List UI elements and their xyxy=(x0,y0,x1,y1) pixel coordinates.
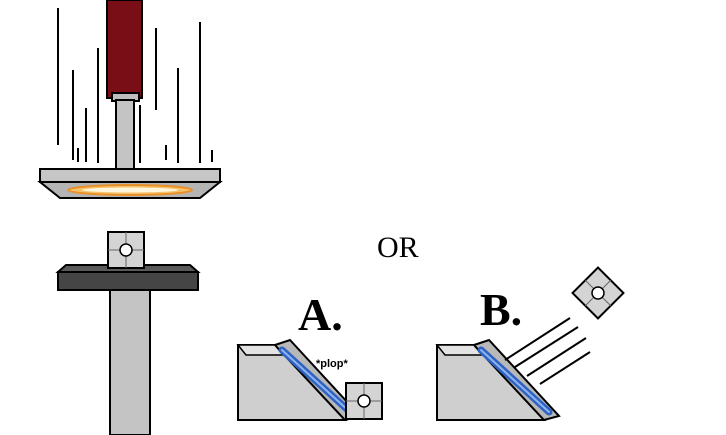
metal-block-icon xyxy=(107,231,145,269)
or-label: OR xyxy=(377,231,419,264)
anvil-pedestal-icon xyxy=(55,264,201,435)
piston-cylinder xyxy=(106,0,143,99)
metal-block-icon xyxy=(345,382,383,420)
ramp-icon xyxy=(236,338,362,422)
piston-press-icon xyxy=(37,0,223,199)
option-b-label: B. xyxy=(480,284,522,335)
metal-block-icon xyxy=(571,266,625,320)
pedestal-plate xyxy=(57,271,199,291)
ramp-icon xyxy=(435,338,561,422)
press-motion-lines xyxy=(57,8,213,163)
pedestal-column xyxy=(109,289,151,435)
piston-rod xyxy=(115,99,135,171)
plop-label: *plop* xyxy=(316,358,348,370)
option-a-label: A. xyxy=(298,289,343,340)
motion-lines-icon xyxy=(504,317,591,385)
